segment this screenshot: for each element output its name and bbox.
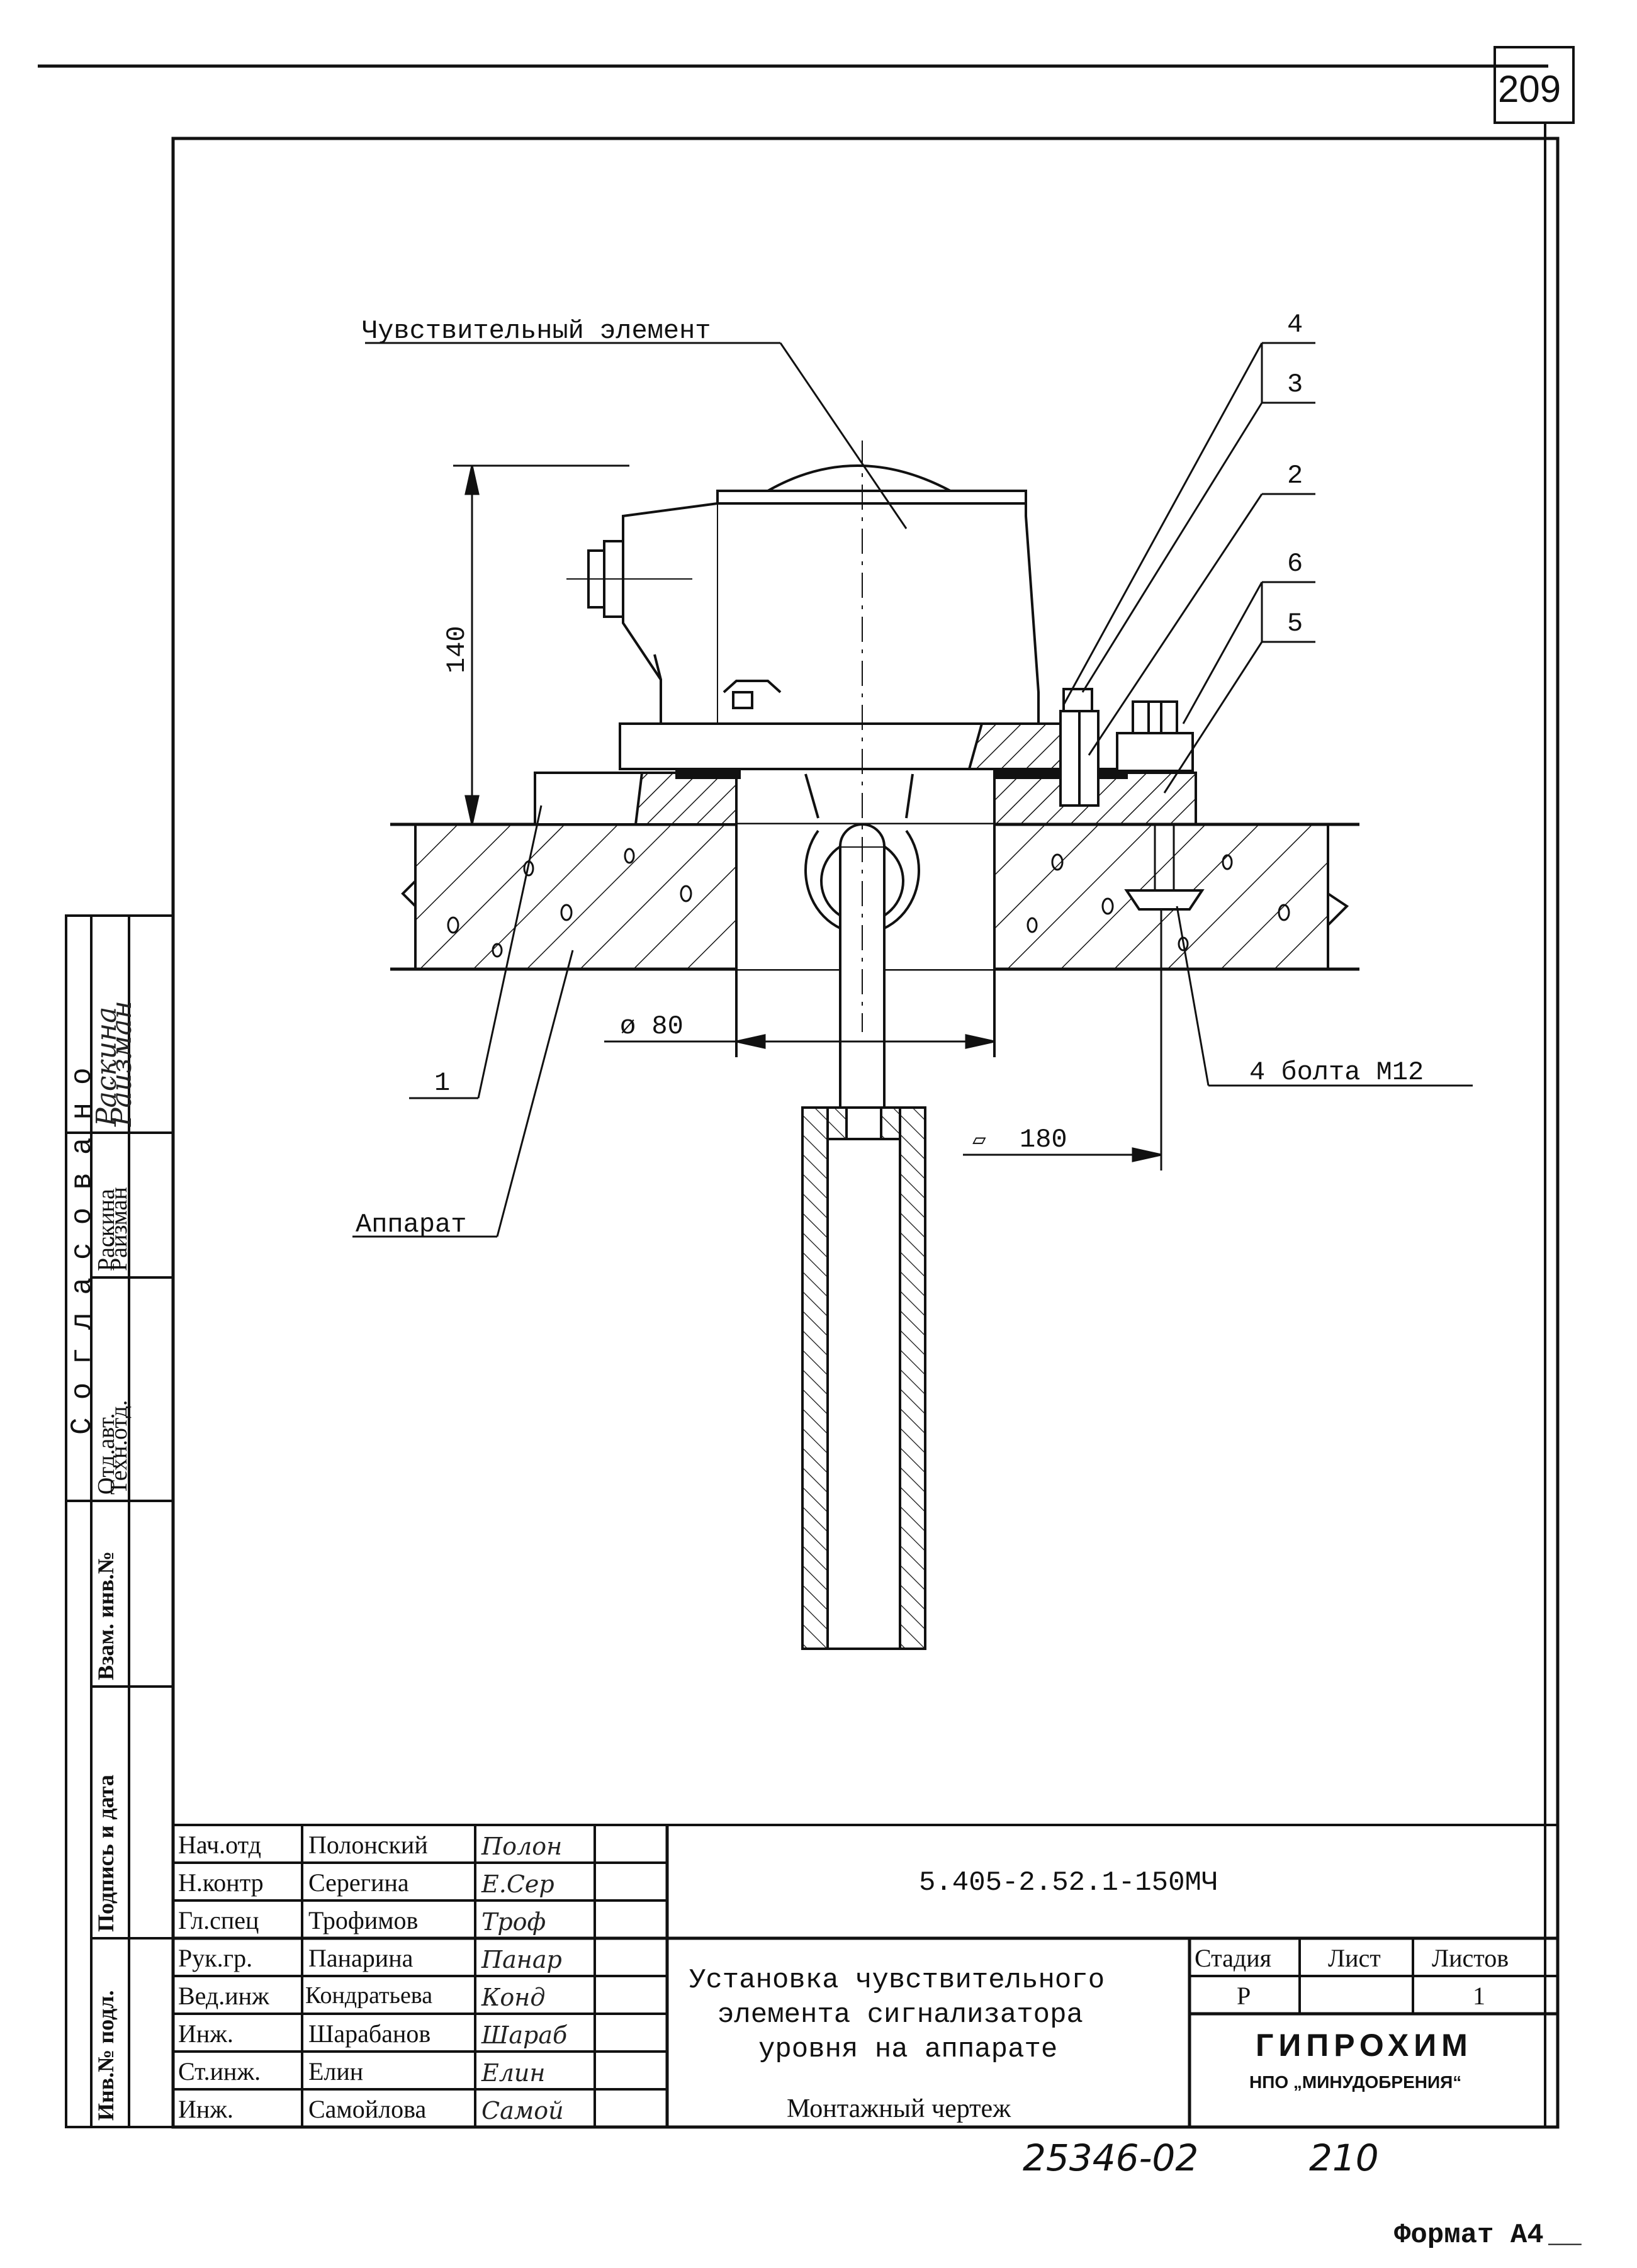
organization-name: ГИПРОХИМ [1256,2028,1473,2063]
format-label: Формат А4 [1394,2220,1544,2251]
callout-3: 3 [1287,369,1303,400]
format-underline: __ [1548,2220,1582,2251]
callout-apparatus: Аппарат [356,1210,467,1240]
tb-role-1: Нач.отд [178,1831,261,1859]
callout-4: 4 [1287,310,1303,340]
instrument-base [619,722,1077,770]
tb-signature-3: Троф [481,1908,546,1936]
approval-name-2: Райзман [106,1187,132,1271]
drawing-type: Монтажный чертеж [787,2094,1011,2123]
dimension-bore: ø 80 [620,1011,683,1041]
title-line-1: Установка чувствительного [689,1965,1105,1996]
handwritten-sheet-number: 210 [1309,2136,1379,2179]
tb-name-1: Полонский [308,1831,428,1859]
title-line-3: уровня на аппарате [758,2034,1058,2065]
left-margin-table [65,914,174,2128]
callout-bolts: 4 болта М12 [1249,1057,1424,1087]
tb-role-5: Вед.инж [178,1982,269,2010]
dimension-height: 140 [442,626,472,673]
mounting-flanges [534,768,1197,826]
anchor-bolt [1059,700,1205,911]
tb-name-5: Кондратьева [305,1982,433,2009]
stamp-signature-date: Подпись и дата [93,1775,118,1932]
organization-sub: НПО „МИНУДОБРЕНИЯ“ [1249,2072,1462,2092]
title-line-2: элемента сигнализатора [717,1999,1083,2031]
stage-value: Р [1237,1982,1251,2010]
dimension-lines [453,464,1162,1170]
approval-role-2: Техн.отд. [106,1400,132,1495]
center-line [566,441,863,1032]
tb-signature-4: Панар [481,1946,562,1973]
stage-label: Стадия [1195,1944,1272,1972]
tb-role-6: Инж. [178,2019,233,2048]
tb-signature-7: Елин [481,2059,546,2087]
sheets-label: Листов [1432,1944,1509,1972]
stamp-replace-inv: Взам. инв.№ [93,1551,118,1680]
tb-signature-5: Конд [481,1984,546,2011]
tb-role-4: Рук.гр. [178,1944,253,1972]
tb-role-8: Инж. [178,2095,233,2123]
leader-lines [352,342,1473,1238]
dimension-bolt-square: 180 [1020,1125,1067,1155]
callout-5: 5 [1287,609,1303,639]
tb-role-7: Ст.инж. [178,2057,261,2086]
title-block [172,1824,1559,2128]
tb-role-3: Гл.спец [178,1906,259,1934]
tb-name-3: Трофимов [308,1906,419,1934]
tb-name-7: Елин [308,2057,364,2086]
approval-signature-2: Райзман [106,1001,138,1126]
tb-signature-6: Шараб [481,2021,568,2049]
square-symbol: ▱ [972,1128,986,1154]
tb-signature-2: Е.Сер [481,1870,554,1898]
stamp-original-inv: Инв.№ подл. [93,1990,118,2121]
tb-name-2: Серегина [308,1868,409,1897]
tb-signature-1: Полон [481,1833,563,1860]
tb-role-2: Н.контр [178,1868,264,1897]
page-number: 209 [1498,68,1561,110]
callout-1: 1 [434,1068,451,1098]
callout-2: 2 [1287,461,1303,491]
archive-number: 25346-02 [1023,2136,1199,2179]
tb-signature-8: Самой [481,2097,564,2125]
sensing-element-housing [587,464,1093,725]
tb-name-8: Самойлова [308,2095,427,2123]
tb-name-4: Панарина [308,1944,413,1972]
sheet-label: Лист [1328,1944,1381,1972]
callout-6: 6 [1287,549,1303,579]
callout-sensing-element: Чувствительный элемент [362,316,711,346]
sheets-value: 1 [1473,1982,1485,2010]
tb-name-6: Шарабанов [308,2019,431,2048]
document-designation: 5.405-2.52.1-150МЧ [919,1867,1218,1899]
